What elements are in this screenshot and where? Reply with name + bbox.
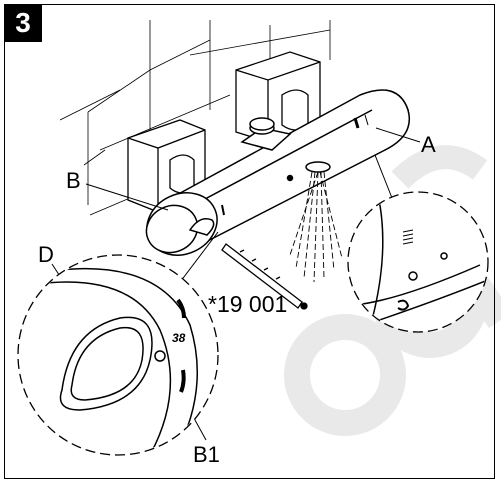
label-b1: B1 xyxy=(193,442,220,467)
label-b: B xyxy=(66,168,81,193)
detail-circle-right xyxy=(347,191,489,333)
step-number-badge: 3 xyxy=(4,4,42,42)
flow-handle xyxy=(384,89,410,151)
water-spray xyxy=(289,171,343,283)
figure-frame xyxy=(4,4,495,479)
dial-marking: 38 xyxy=(172,331,186,345)
part-number-label: *19 001 xyxy=(208,291,288,317)
label-d: D xyxy=(38,242,54,267)
wall-tiles xyxy=(59,20,331,216)
thermometer xyxy=(221,243,308,310)
label-a: A xyxy=(421,132,436,157)
detail-circle-left: 38 xyxy=(17,254,219,456)
